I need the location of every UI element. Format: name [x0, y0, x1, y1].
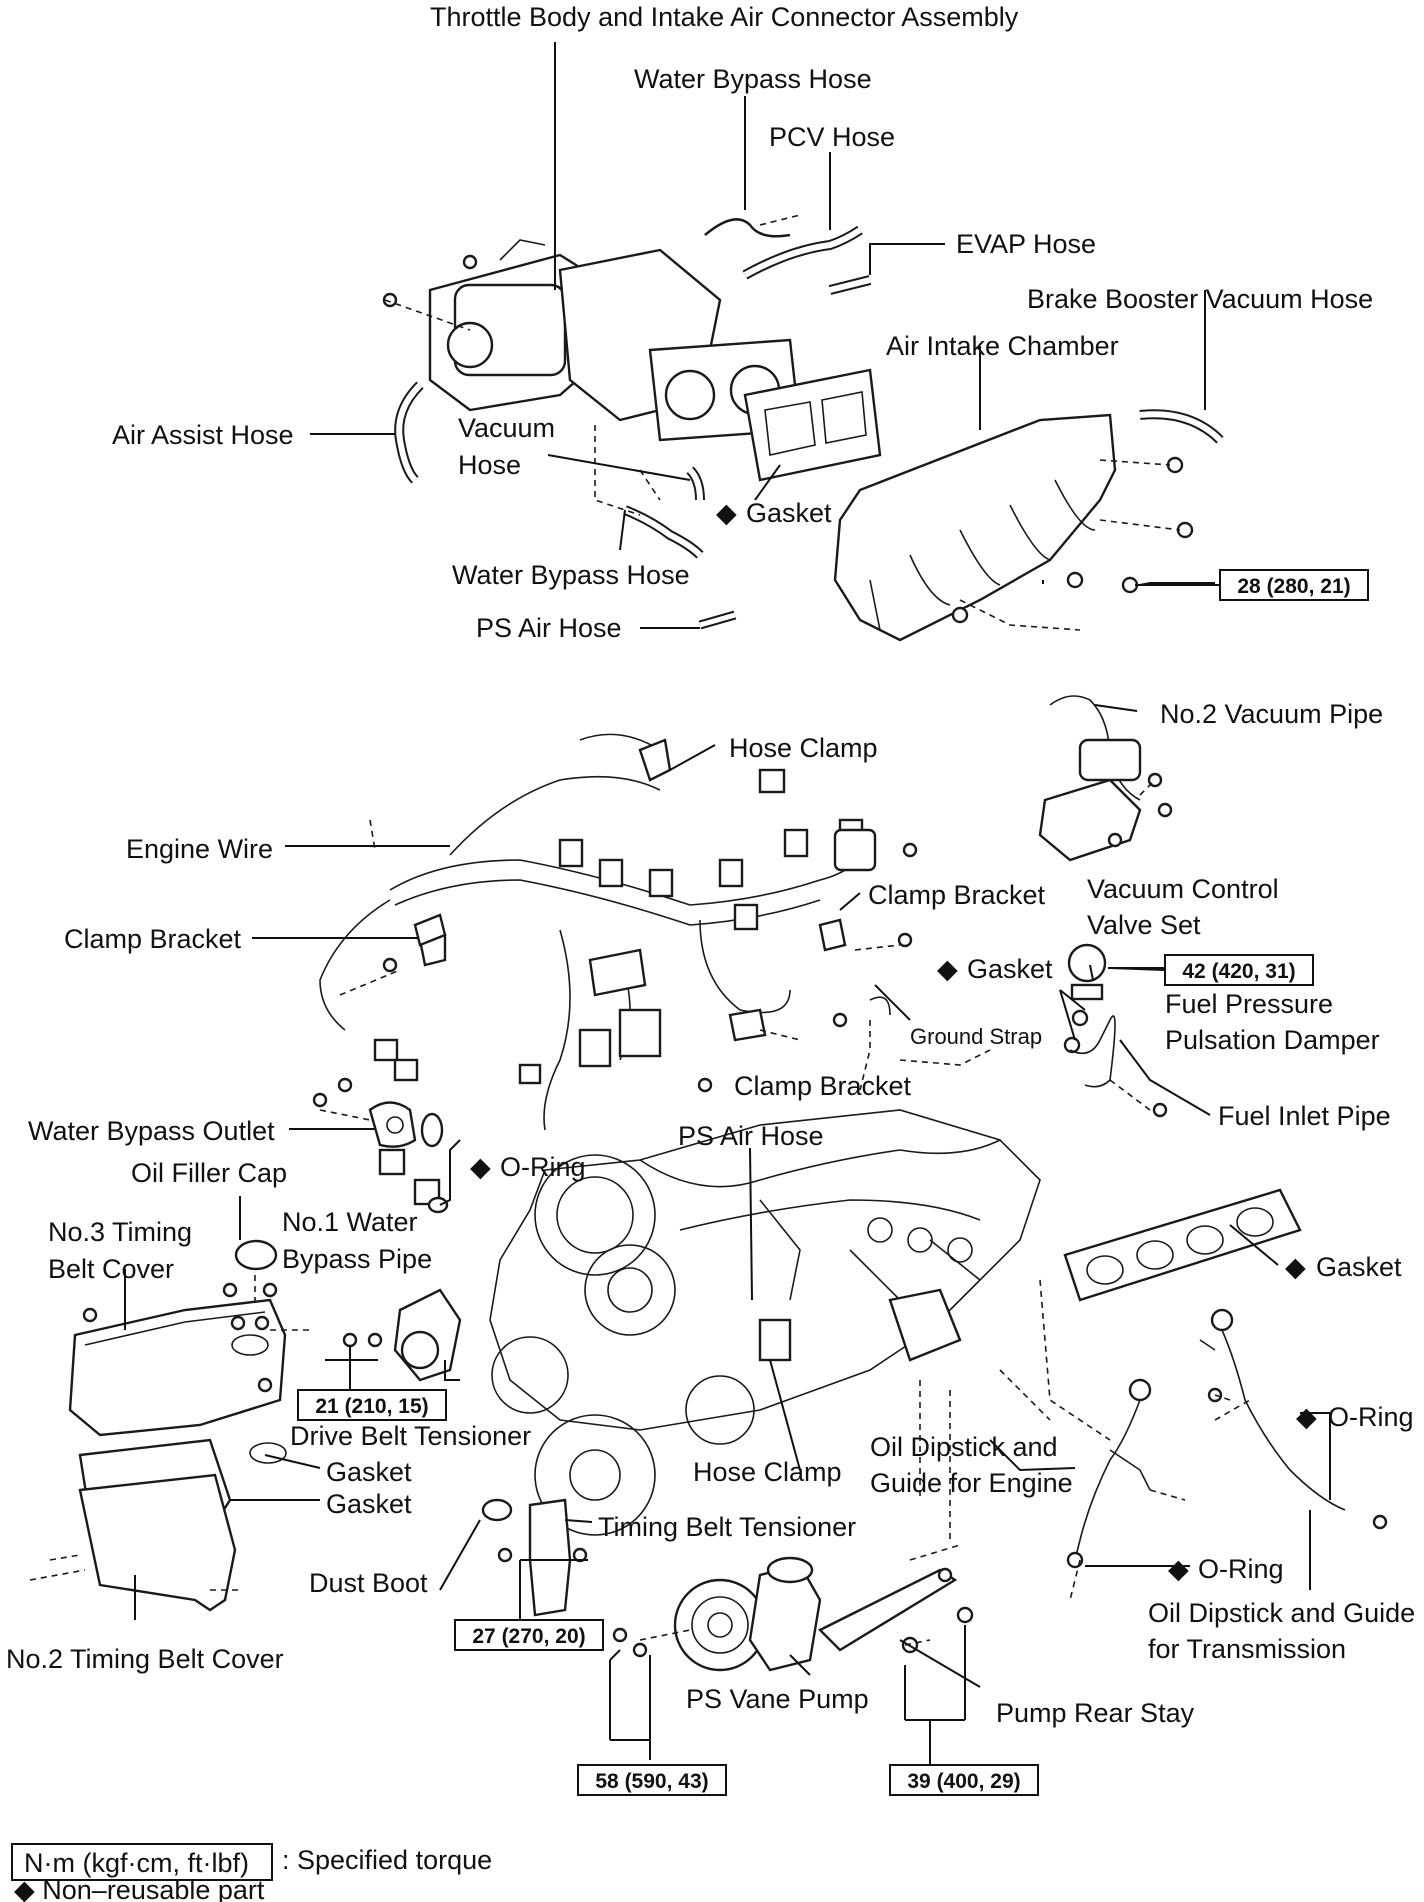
- label-engine-wire: Engine Wire: [126, 834, 273, 864]
- label-vacuum-control-1: Vacuum Control: [1087, 874, 1279, 904]
- label-oil-dipstick-engine-2: Guide for Engine: [870, 1468, 1073, 1498]
- throttle-gasket-drawing: [743, 368, 882, 482]
- label-dust-boot: Dust Boot: [309, 1568, 428, 1598]
- ps-vane-pump-drawing: [612, 1556, 822, 1672]
- label-timing-belt-tensioner: Timing Belt Tensioner: [598, 1512, 856, 1542]
- label-clamp-bracket-center: Clamp Bracket: [734, 1071, 912, 1101]
- label-fuel-pressure-1: Fuel Pressure: [1165, 989, 1333, 1019]
- label-gasket-right: Gasket: [1316, 1252, 1402, 1282]
- no3-timing-cover-drawing: [68, 1282, 287, 1437]
- label-oil-dipstick-trans-1: Oil Dipstick and Guide: [1148, 1598, 1415, 1628]
- hoses-top: [394, 218, 1224, 630]
- label-vacuum-hose-2: Hose: [458, 450, 521, 480]
- label-fuel-pressure-2: Pulsation Damper: [1165, 1025, 1380, 1055]
- label-water-bypass-hose-mid: Water Bypass Hose: [452, 560, 690, 590]
- engine-block-drawing: [489, 1109, 1041, 1536]
- legend: N·m (kgf·cm, ft·lbf) : Specified torque …: [11, 1843, 492, 1902]
- torque-box-42: 42 (420, 31): [1164, 954, 1314, 986]
- label-ps-vane-pump: PS Vane Pump: [686, 1684, 869, 1714]
- label-no3-timing-2: Belt Cover: [48, 1254, 174, 1284]
- label-pump-rear-stay: Pump Rear Stay: [996, 1698, 1195, 1728]
- label-o-ring-top: O-Ring: [500, 1152, 586, 1182]
- label-air-assist-hose: Air Assist Hose: [112, 420, 294, 450]
- label-drive-belt-tensioner: Drive Belt Tensioner: [290, 1421, 531, 1451]
- label-gasket-top: Gasket: [746, 498, 832, 528]
- mid-dashed-guides: [339, 779, 1156, 1111]
- water-bypass-outlet-drawing: [312, 1077, 449, 1214]
- fuel-damper-drawing: [1063, 943, 1168, 1118]
- oil-filler-cap-drawing: [234, 1239, 278, 1271]
- label-ground-strap: Ground Strap: [910, 1024, 1042, 1049]
- legend-torque-desc: : Specified torque: [282, 1845, 492, 1875]
- label-hose-clamp-bottom: Hose Clamp: [693, 1457, 842, 1487]
- pump-rear-stay-drawing: [817, 1567, 974, 1654]
- timing-belt-tensioner-drawing: [481, 1498, 588, 1617]
- torque-28-text: 28 (280, 21): [1237, 575, 1350, 598]
- torque-box-58: 58 (590, 43): [577, 1764, 727, 1796]
- label-clamp-bracket-left: Clamp Bracket: [64, 924, 242, 954]
- label-clamp-bracket-right: Clamp Bracket: [868, 880, 1046, 910]
- label-oil-dipstick-engine-1: Oil Dipstick and: [870, 1432, 1058, 1462]
- label-ps-air-hose-top: PS Air Hose: [476, 613, 622, 643]
- marker-gasket-right: ◆: [1285, 1252, 1306, 1282]
- label-water-bypass-outlet: Water Bypass Outlet: [28, 1116, 275, 1146]
- label-no1-water-2: Bypass Pipe: [282, 1244, 432, 1274]
- label-vacuum-control-2: Valve Set: [1087, 910, 1201, 940]
- label-brake-booster-hose: Brake Booster Vacuum Hose: [1027, 284, 1373, 314]
- torque-box-21: 21 (210, 15): [297, 1389, 447, 1421]
- part-labels: Throttle Body and Intake Air Connector A…: [6, 2, 1415, 1728]
- marker-gasket-top: ◆: [716, 498, 737, 528]
- label-throttle-body: Throttle Body and Intake Air Connector A…: [430, 2, 1019, 32]
- brackets-drawing: [382, 842, 918, 1093]
- marker-o-ring-right: ◆: [1296, 1402, 1317, 1432]
- oil-dipstick-transmission-drawing: [1199, 1308, 1388, 1530]
- leader-lines: [124, 42, 1331, 1688]
- label-vacuum-hose-1: Vacuum: [458, 413, 555, 443]
- marker-o-ring-bottom: ◆: [1168, 1554, 1189, 1584]
- label-air-intake-chamber: Air Intake Chamber: [886, 331, 1119, 361]
- label-gasket-fuel: Gasket: [967, 954, 1053, 984]
- lower-dashed-guides: [29, 1109, 1251, 1646]
- label-evap-hose: EVAP Hose: [956, 229, 1096, 259]
- marker-gasket-fuel: ◆: [937, 954, 958, 984]
- torque-box-27: 27 (270, 20): [454, 1619, 604, 1651]
- label-o-ring-right: O-Ring: [1328, 1402, 1414, 1432]
- air-intake-chamber-drawing: [833, 413, 1194, 642]
- legend-nonreusable: ◆ Non–reusable part: [14, 1875, 265, 1902]
- torque-58-text: 58 (590, 43): [595, 1770, 708, 1793]
- label-hose-clamp-top: Hose Clamp: [729, 733, 878, 763]
- marker-o-ring-top: ◆: [470, 1152, 491, 1182]
- gasket-covers-drawing: [78, 1438, 287, 1612]
- intake-gasket-drawing: [1063, 1188, 1302, 1302]
- torque-39-text: 39 (400, 29): [907, 1770, 1020, 1793]
- oil-dipstick-engine-drawing: [1066, 1378, 1152, 1569]
- label-no2-timing-cover: No.2 Timing Belt Cover: [6, 1644, 284, 1674]
- torque-box-39: 39 (400, 29): [889, 1764, 1039, 1796]
- label-no1-water-1: No.1 Water: [282, 1207, 418, 1237]
- throttle-body-drawing: [382, 239, 802, 442]
- label-no3-timing-1: No.3 Timing: [48, 1217, 192, 1247]
- label-gasket-cover-1: Gasket: [326, 1457, 412, 1487]
- label-gasket-cover-2: Gasket: [326, 1489, 412, 1519]
- label-no2-vacuum-pipe: No.2 Vacuum Pipe: [1160, 699, 1383, 729]
- engine-wire-drawing: [319, 733, 877, 1131]
- top-dashed-guides: [384, 214, 1181, 631]
- torque-box-28: 28 (280, 21): [1219, 569, 1369, 601]
- torque-21-text: 21 (210, 15): [315, 1395, 428, 1418]
- vacuum-control-drawing: [1038, 695, 1173, 862]
- legend-torque-box: [11, 1843, 273, 1881]
- torque-42-text: 42 (420, 31): [1182, 960, 1295, 983]
- label-fuel-inlet-pipe: Fuel Inlet Pipe: [1218, 1101, 1391, 1131]
- label-o-ring-bottom: O-Ring: [1198, 1554, 1284, 1584]
- label-oil-filler-cap: Oil Filler Cap: [131, 1158, 287, 1188]
- label-water-bypass-hose-top: Water Bypass Hose: [634, 64, 872, 94]
- label-ps-air-hose-mid: PS Air Hose: [678, 1121, 824, 1151]
- label-oil-dipstick-trans-2: for Transmission: [1148, 1634, 1346, 1664]
- torque-27-text: 27 (270, 20): [472, 1625, 585, 1648]
- label-pcv-hose: PCV Hose: [769, 122, 895, 152]
- legend-torque-box-text: N·m (kgf·cm, ft·lbf): [24, 1848, 249, 1878]
- drive-belt-tensioner-drawing: [230, 1288, 462, 1382]
